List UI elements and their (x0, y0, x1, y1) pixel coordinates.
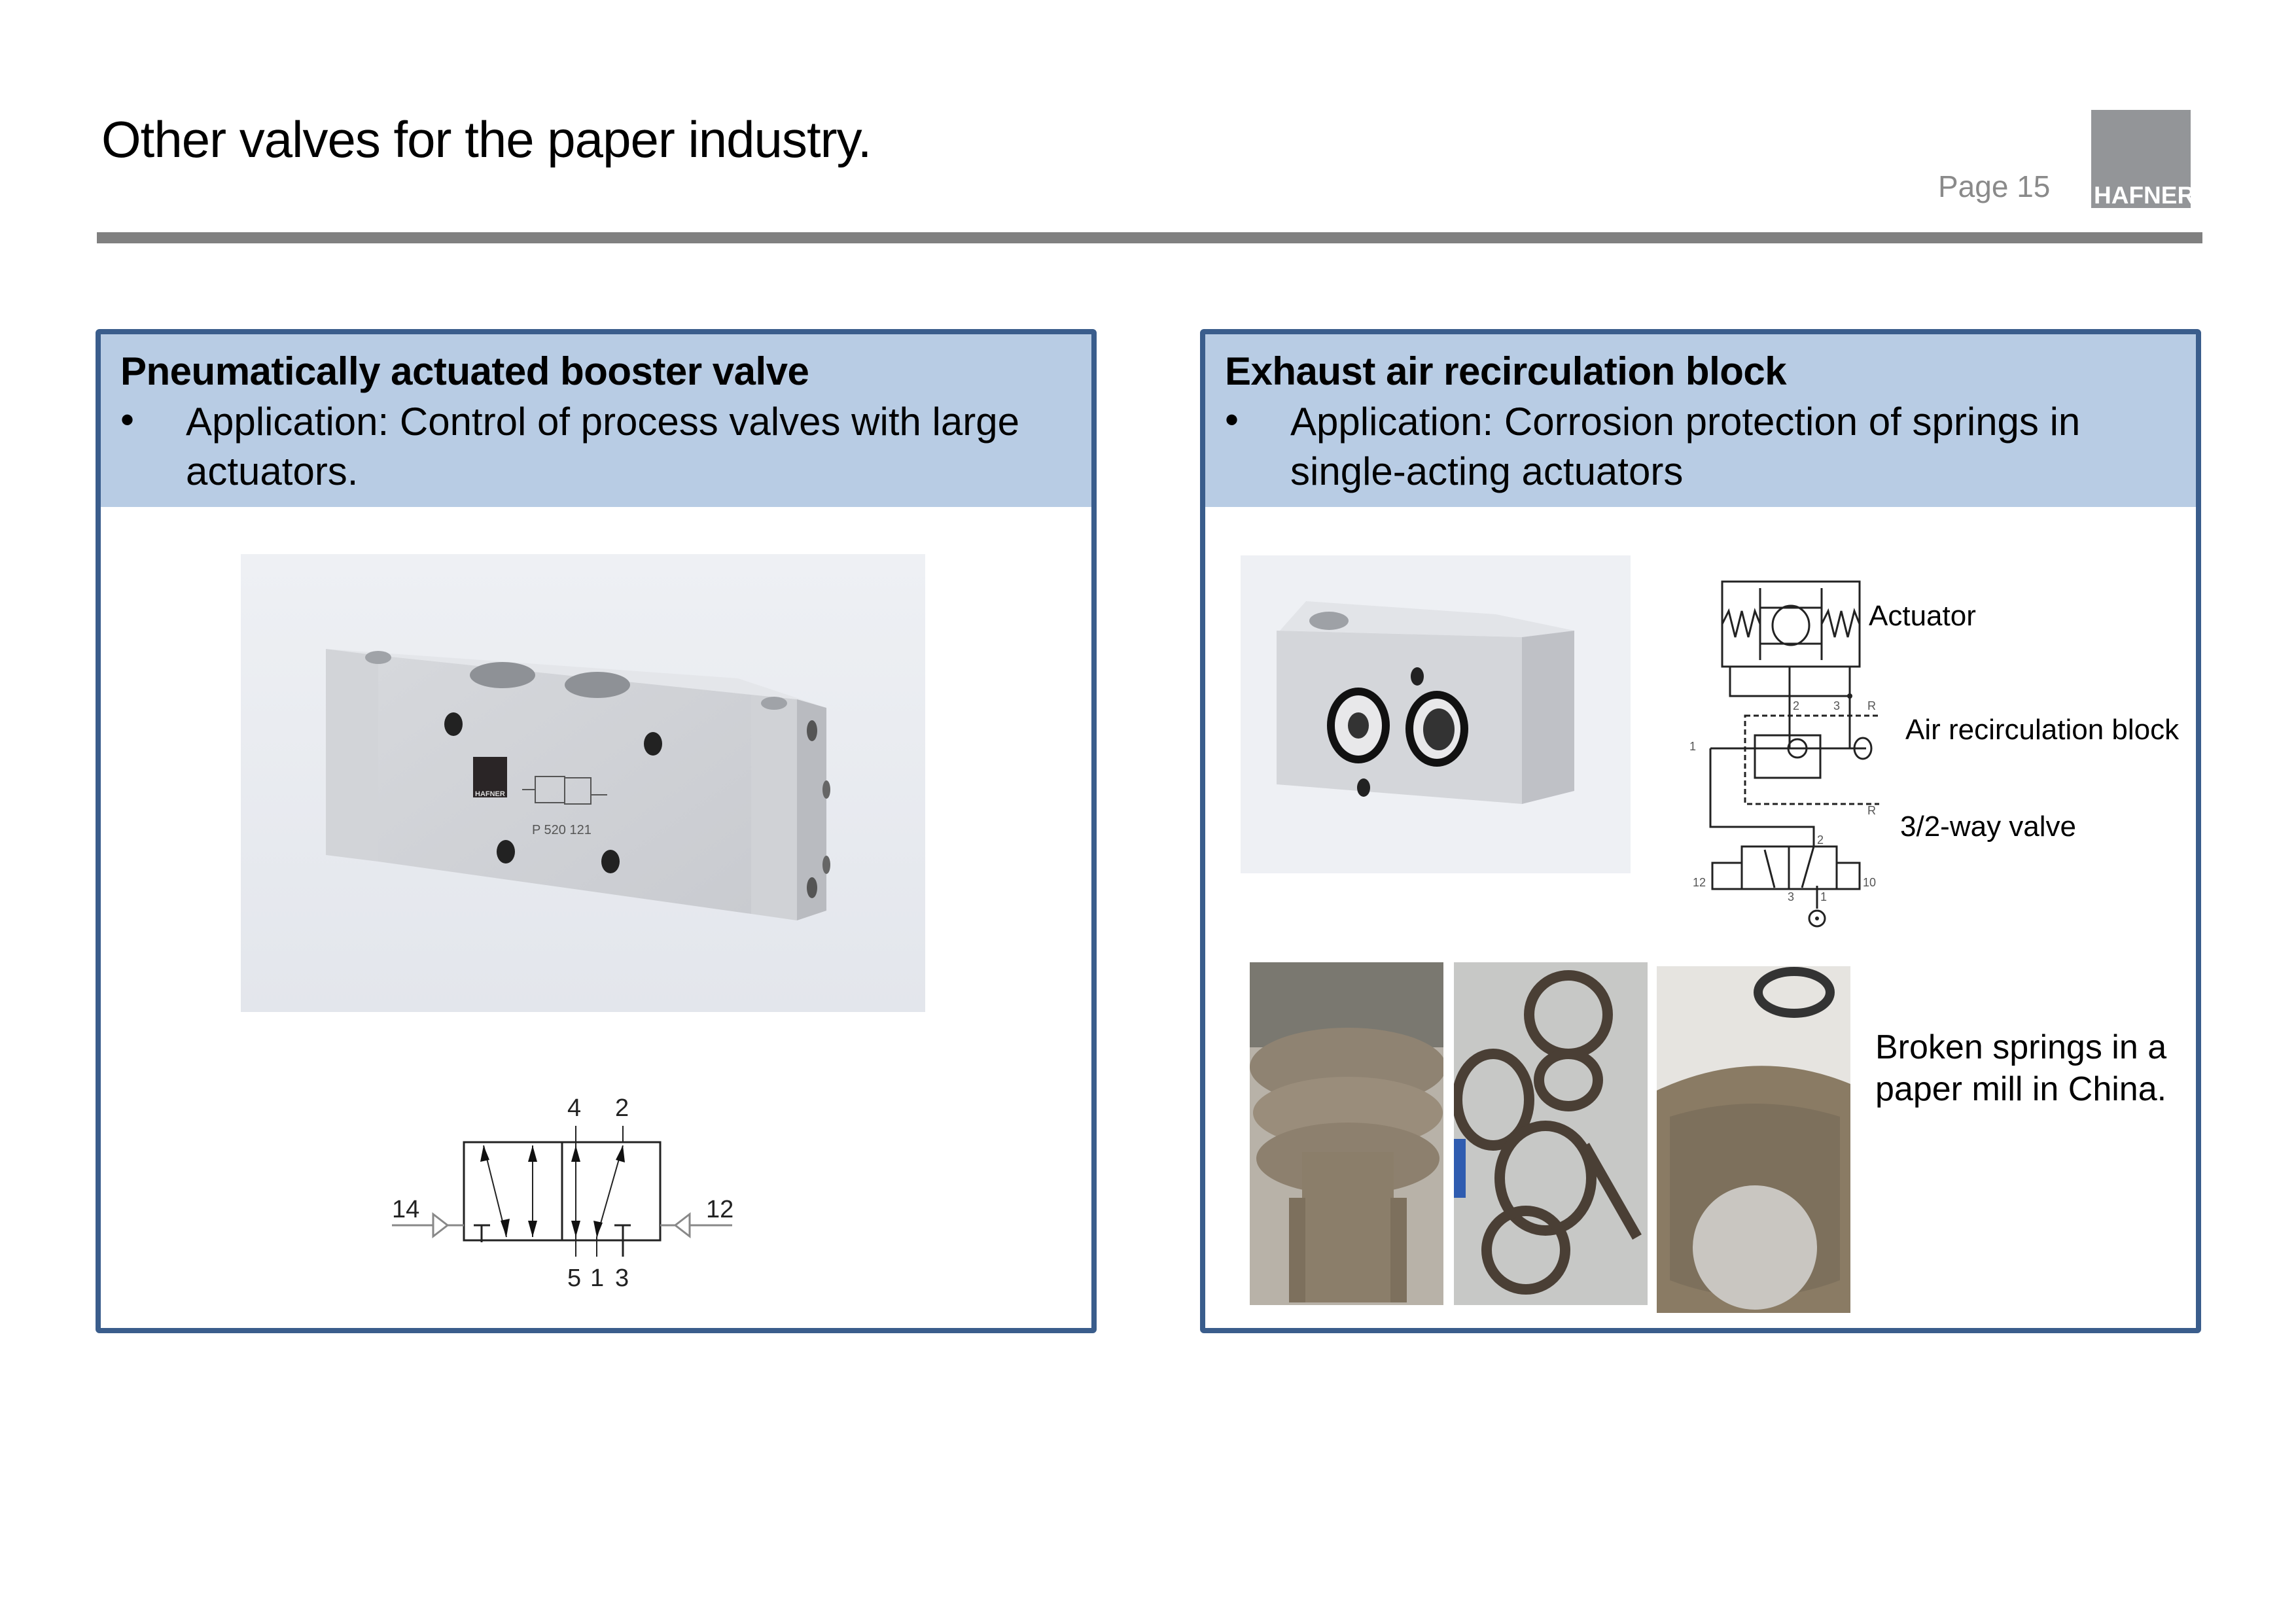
port-hole (565, 672, 630, 698)
booster-valve-symbol: 4 2 5 1 3 14 12 (376, 1087, 794, 1309)
pilot-14: 14 (392, 1196, 419, 1223)
port-hole (470, 662, 535, 688)
spring-photo-2 (1452, 962, 1648, 1305)
pilot-12: 12 (706, 1196, 733, 1223)
header-divider (97, 232, 2202, 243)
port-label: 2 (1817, 833, 1824, 846)
exhaust-label: R (1867, 699, 1876, 712)
port-2: 2 (615, 1094, 629, 1122)
pilot-label: 10 (1863, 876, 1877, 889)
application-text: Application: Control of process valves w… (186, 400, 1019, 493)
hafner-logo: HAFNER (2091, 110, 2195, 209)
actuator-label: Actuator (1869, 600, 1976, 632)
bullet-icon: • (120, 398, 135, 442)
recirculation-block-panel: Exhaust air recirculation block • Applic… (1200, 329, 2201, 1333)
end-cap-left (326, 649, 378, 862)
block-body (1277, 631, 1522, 804)
bullet-icon: • (1225, 398, 1239, 442)
recirculation-block-symbol (1744, 714, 1910, 805)
panel-title: Pneumatically actuated booster valve (120, 349, 809, 393)
spring-photo-3 (1657, 966, 1850, 1313)
panel-header: Pneumatically actuated booster valve • A… (101, 334, 1091, 507)
spring-photo-1 (1250, 962, 1446, 1305)
port-5: 5 (567, 1265, 581, 1292)
port-1: 1 (590, 1265, 604, 1292)
page-title: Other valves for the paper industry. (101, 111, 872, 168)
port-4: 4 (567, 1094, 581, 1122)
booster-valve-photo: HAFNER P 520 121 (241, 554, 925, 1012)
panel-title: Exhaust air recirculation block (1225, 349, 1787, 393)
port-label: 3 (1788, 890, 1795, 903)
circuit-diagram: 1 2 3 R R 2 3 1 12 10 (1683, 568, 1910, 928)
three-two-way-valve-label: 3/2-way valve (1900, 811, 2077, 843)
logo-text: HAFNER (2094, 182, 2195, 209)
application-text: Application: Corrosion protection of spr… (1290, 400, 2081, 493)
recirculation-block-photo (1241, 555, 1631, 873)
air-recirculation-block-label: Air recirculation block (1905, 714, 2180, 746)
engraved-valve-symbol (522, 776, 607, 805)
symbol-right-box (561, 1141, 662, 1242)
end-cap-right (751, 695, 797, 920)
port-label: 2 (1793, 699, 1800, 712)
port-label: 1 (1820, 890, 1828, 903)
part-number: P 520 121 (532, 823, 592, 837)
arrowheads (480, 1145, 625, 1237)
panel-header: Exhaust air recirculation block • Applic… (1205, 334, 2196, 507)
port-label: 1 (1689, 740, 1697, 753)
engraved-logo (473, 757, 507, 797)
pilot-label: 12 (1693, 876, 1706, 889)
booster-valve-panel: Pneumatically actuated booster valve • A… (96, 329, 1097, 1333)
page-number: Page 15 (1938, 169, 2051, 203)
port-label: 3 (1833, 699, 1841, 712)
port-3: 3 (615, 1265, 629, 1292)
engraved-logo-text: HAFNER (475, 790, 505, 798)
broken-springs-caption: Broken springs in a paper mill in China. (1875, 1028, 2167, 1108)
exhaust-label: R (1867, 804, 1876, 817)
